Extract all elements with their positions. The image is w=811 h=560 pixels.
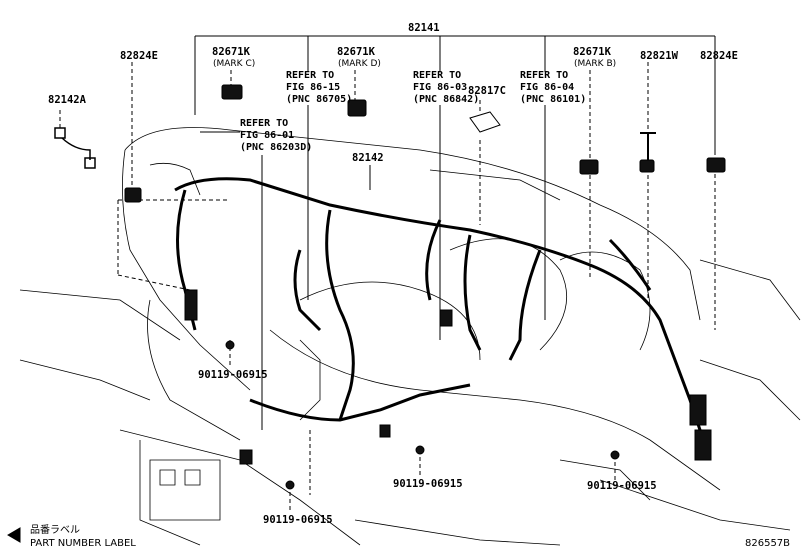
ref-line: (PNC 86842) bbox=[413, 94, 480, 105]
ref-line: REFER TO bbox=[520, 70, 569, 81]
bolts bbox=[225, 340, 620, 490]
ref-line: FIG 86-04 bbox=[520, 82, 575, 93]
legend-part-number-label-jp: 品番ラベル bbox=[30, 525, 80, 536]
leader-82141 bbox=[194, 35, 716, 155]
ref-fig-86-03[interactable]: REFER TO FIG 86-03 (PNC 86842) bbox=[413, 70, 479, 106]
part-82821W bbox=[640, 132, 656, 160]
part-82817C bbox=[469, 111, 501, 133]
part-number-label-arrow-icon bbox=[7, 527, 21, 543]
label-82671K-mark-b: 82671K bbox=[573, 46, 611, 58]
label-82671K-mark-c: 82671K bbox=[212, 46, 250, 58]
ref-line: (PNC 86203D) bbox=[240, 142, 313, 153]
label-82141: 82141 bbox=[408, 22, 440, 34]
label-bolt-2: 90119-06915 bbox=[393, 478, 463, 490]
ref-fig-86-01[interactable]: REFER TO FIG 86-01 (PNC 86203D) bbox=[240, 118, 312, 154]
part-82142A bbox=[54, 127, 96, 169]
label-bolt-3: 90119-06915 bbox=[587, 480, 657, 492]
legend-part-number-label-en: PART NUMBER LABEL bbox=[30, 538, 136, 549]
label-82821W: 82821W bbox=[640, 50, 678, 62]
ref-line: FIG 86-01 bbox=[240, 130, 295, 141]
ref-line: (PNC 86101) bbox=[520, 94, 587, 105]
label-82142A: 82142A bbox=[48, 94, 86, 106]
figure-id: 826557B bbox=[745, 538, 791, 549]
ref-line: (PNC 86705) bbox=[286, 94, 353, 105]
ref-line: REFER TO bbox=[240, 118, 289, 129]
ref-fig-86-15[interactable]: REFER TO FIG 86-15 (PNC 86705) bbox=[286, 70, 352, 106]
ref-line: REFER TO bbox=[286, 70, 335, 81]
label-bolt-1: 90119-06915 bbox=[198, 369, 268, 381]
ref-line: FIG 86-15 bbox=[286, 82, 341, 93]
label-82671K-mark-d: 82671K bbox=[337, 46, 375, 58]
label-mark-c: (MARK C) bbox=[213, 59, 256, 69]
label-82824E-right: 82824E bbox=[700, 50, 738, 62]
label-82142: 82142 bbox=[352, 152, 384, 164]
label-mark-b: (MARK B) bbox=[574, 59, 617, 69]
ref-fig-86-04[interactable]: REFER TO FIG 86-04 (PNC 86101) bbox=[520, 70, 586, 106]
label-bolt-4: 90119-06915 bbox=[263, 514, 333, 526]
label-82824E-left: 82824E bbox=[120, 50, 158, 62]
harness-bundle bbox=[174, 177, 702, 431]
dashed-leaders bbox=[59, 62, 716, 512]
connectors bbox=[124, 84, 726, 465]
ref-line: FIG 86-03 bbox=[413, 82, 468, 93]
label-mark-d: (MARK D) bbox=[338, 59, 381, 69]
label-82817C: 82817C bbox=[468, 85, 506, 97]
ref-line: REFER TO bbox=[413, 70, 462, 81]
ref-leaders bbox=[200, 105, 546, 430]
dashboard-outline bbox=[19, 127, 801, 546]
